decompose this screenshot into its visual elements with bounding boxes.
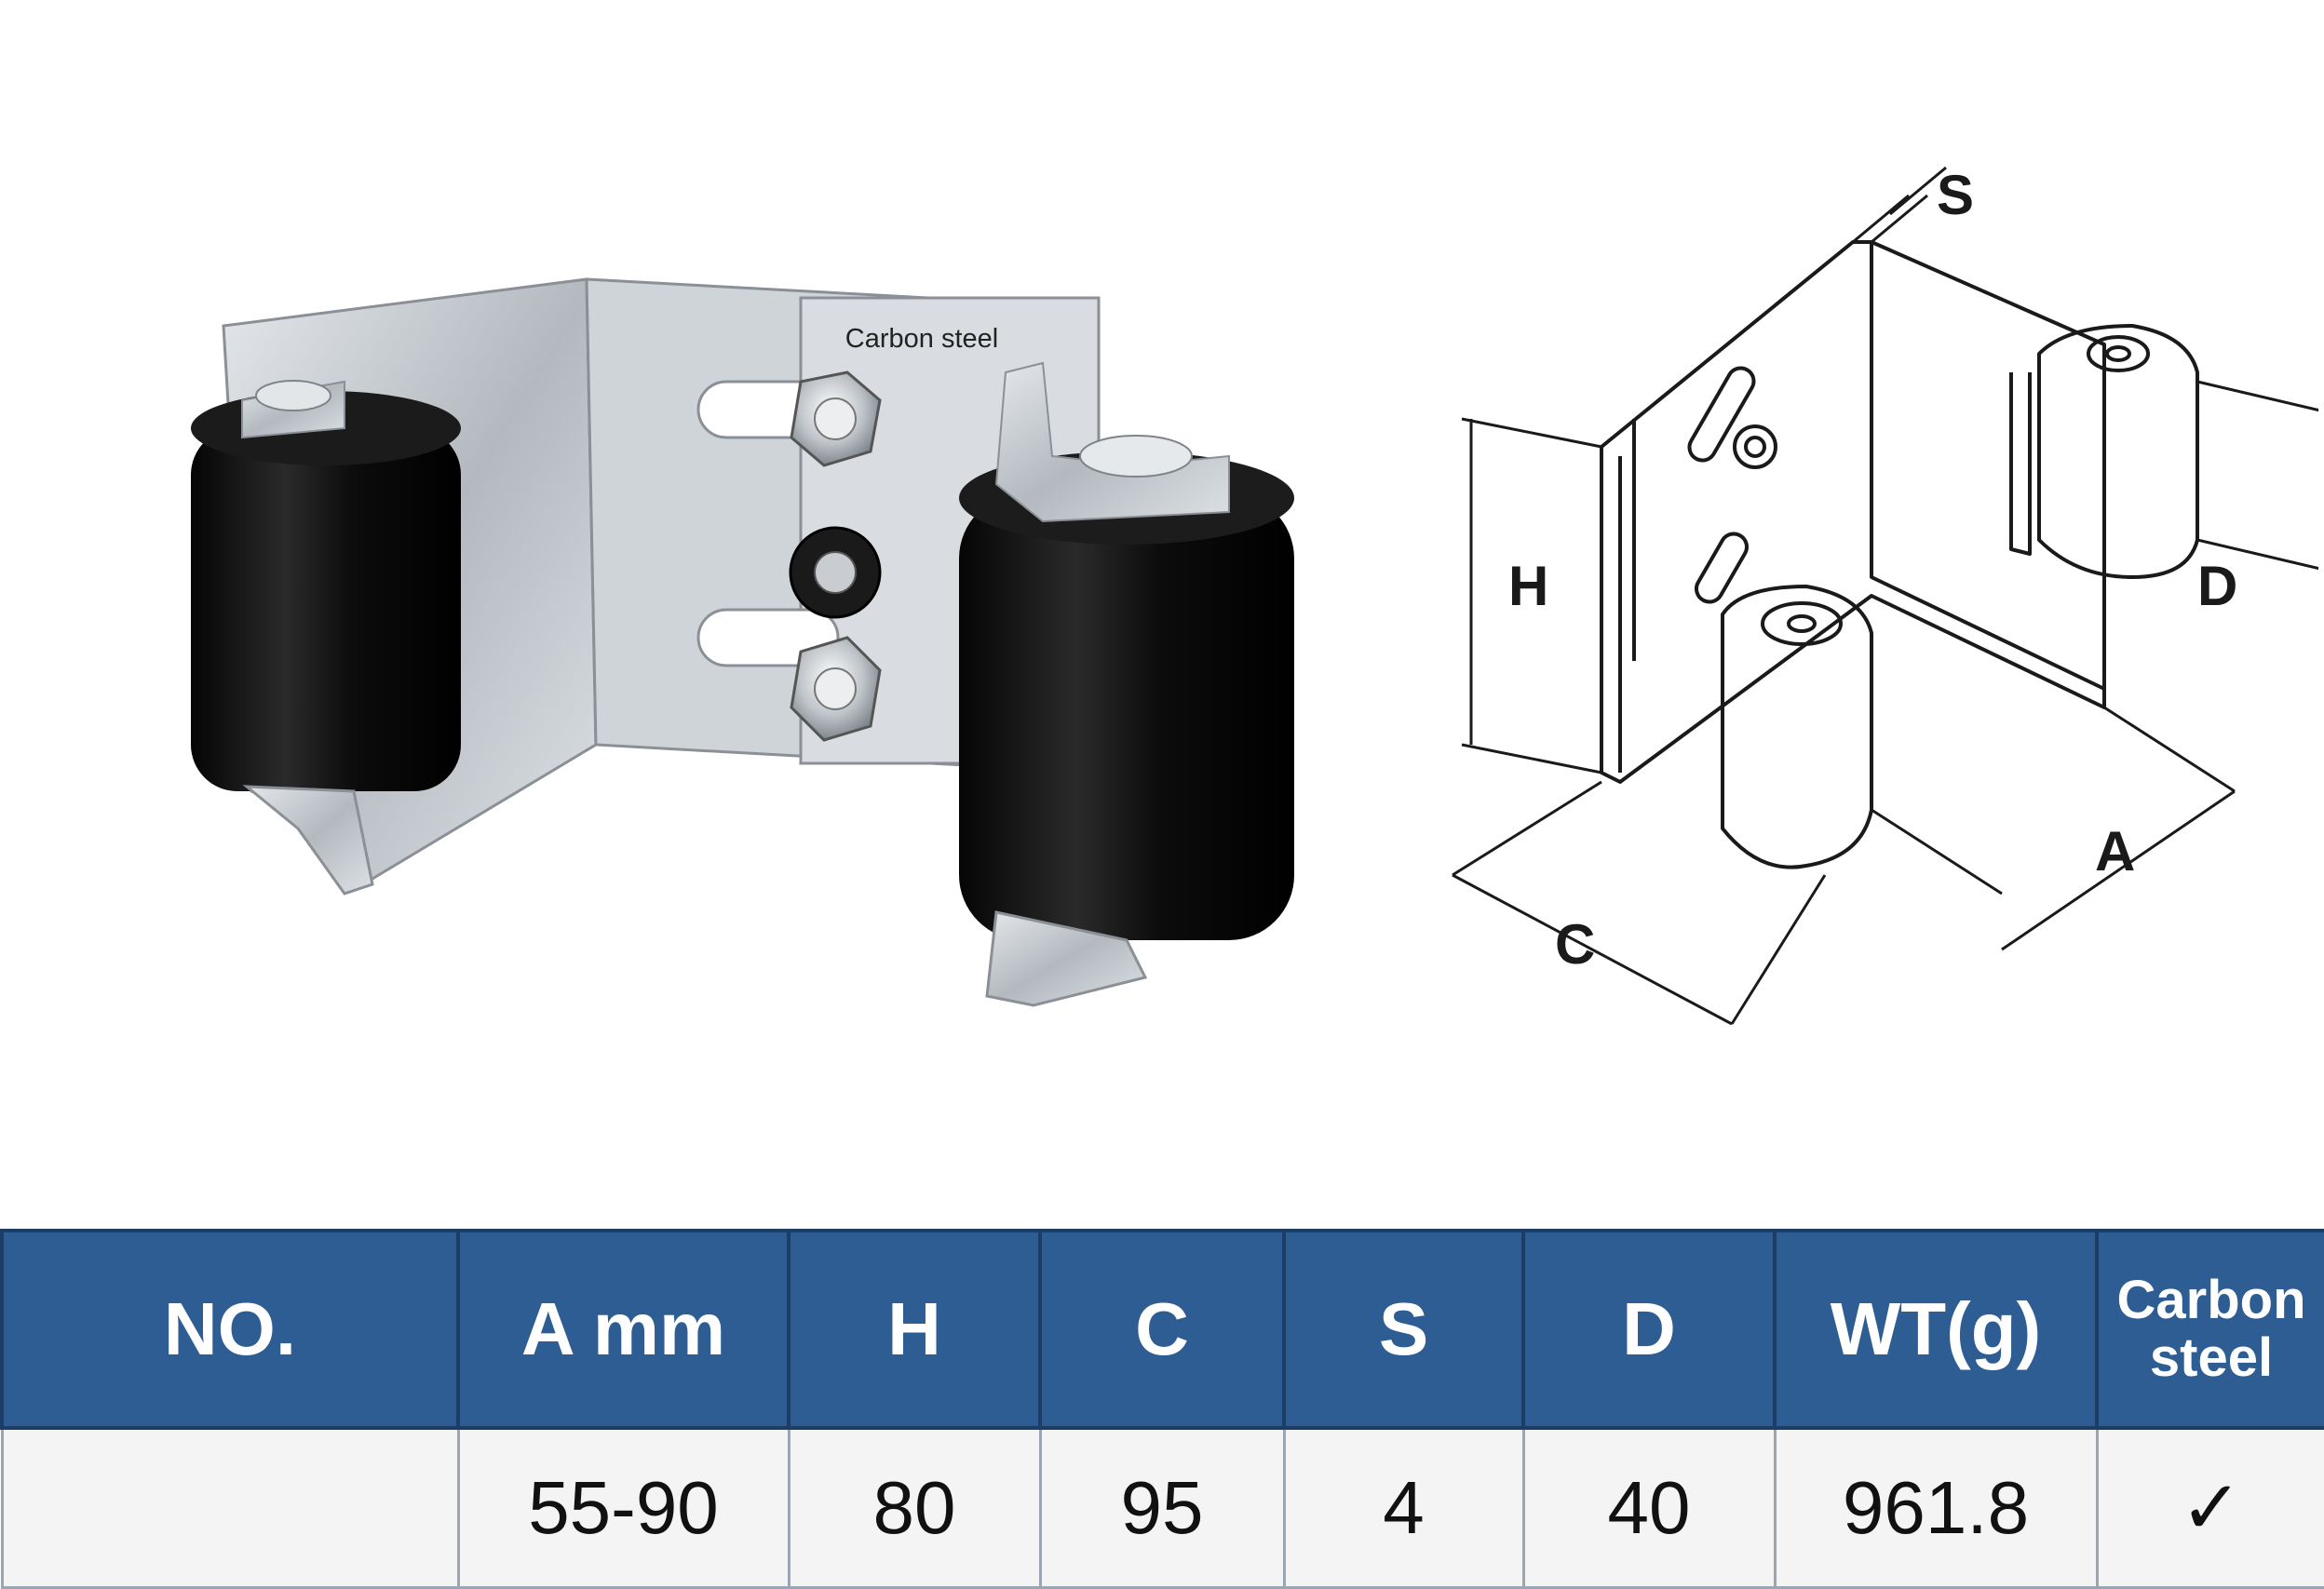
dim-label-s: S [1937,164,1975,226]
header-h: H [787,1229,1042,1430]
dim-label-a: A [2095,820,2136,882]
cell-no [0,1426,460,1589]
product-photo [158,270,1331,1015]
table-row: 55-90 80 95 4 40 961.8 ✓ [0,1426,2324,1589]
cell-a: 55-90 [456,1426,790,1589]
header-wt: WT(g) [1773,1229,2099,1430]
cell-c: 95 [1038,1426,1286,1589]
header-material: Carbon steel [2095,1229,2324,1430]
header-no: NO. [0,1229,460,1430]
cell-d: 40 [1521,1426,1777,1589]
dim-label-c: C [1555,913,1596,976]
dimension-drawing [1425,140,2324,1033]
cell-wt: 961.8 [1773,1426,2099,1589]
checkmark-icon: ✓ [2095,1426,2324,1589]
table-header-row: NO. A mm H C S D WT(g) Carbon steel [0,1229,2324,1430]
header-a: A mm [456,1229,790,1430]
spec-table: NO. A mm H C S D WT(g) Carbon steel 55-9… [0,1229,2324,1589]
cell-h: 80 [787,1426,1042,1589]
cell-s: 4 [1282,1426,1525,1589]
dim-label-d: D [2197,555,2238,617]
header-d: D [1521,1229,1777,1430]
dim-label-h: H [1508,555,1549,617]
header-s: S [1282,1229,1525,1430]
header-c: C [1038,1229,1286,1430]
material-label: Carbon steel [844,324,999,354]
